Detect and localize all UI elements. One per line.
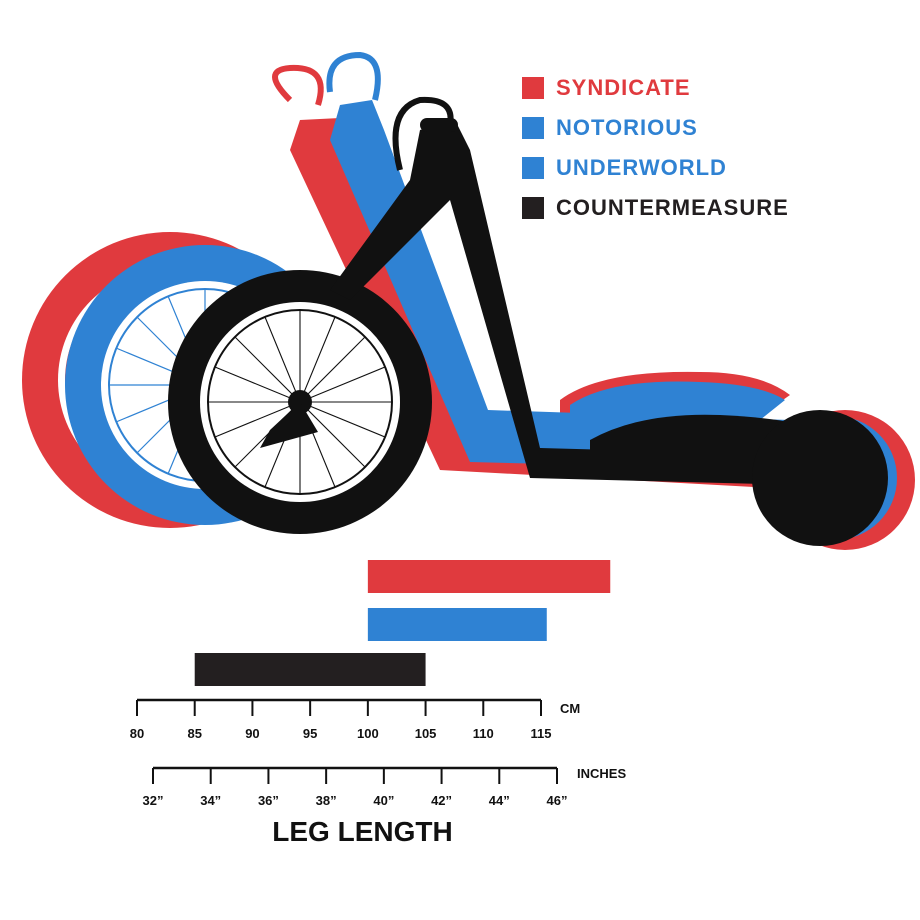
- cm-axis-ticks: 80 85 90 95 100 105 110 115: [130, 700, 552, 741]
- inch-tick-label: 40”: [373, 793, 394, 808]
- cm-axis: 80 85 90 95 100 105 110 115 CM: [130, 698, 580, 741]
- range-bar: [367, 560, 611, 593]
- cm-tick-label: 95: [303, 726, 317, 741]
- black-trike-icon: [168, 96, 888, 546]
- legend-swatch: [522, 157, 544, 179]
- cm-tick-label: 90: [245, 726, 259, 741]
- legend-label: COUNTERMEASURE: [556, 195, 789, 220]
- legend-label: UNDERWORLD: [556, 155, 727, 180]
- legend: SYNDICATE NOTORIOUS UNDERWORLD COUNTERME…: [522, 68, 789, 228]
- legend-item-syndicate: SYNDICATE: [522, 68, 789, 108]
- inch-unit-label: INCHES: [577, 766, 626, 781]
- cm-unit-label: CM: [560, 701, 580, 716]
- legend-item-countermeasure: COUNTERMEASURE: [522, 188, 789, 228]
- inch-tick-label: 44”: [489, 793, 510, 808]
- inch-axis-ticks: 32” 34” 36” 38” 40” 42” 44” 46”: [143, 768, 568, 808]
- inch-tick-label: 38”: [316, 793, 337, 808]
- x-axis-title: LEG LENGTH: [272, 816, 453, 847]
- leg-length-bars: [194, 560, 611, 686]
- legend-swatch: [522, 77, 544, 99]
- cm-tick-label: 80: [130, 726, 144, 741]
- cm-tick-label: 100: [357, 726, 379, 741]
- legend-label: SYNDICATE: [556, 75, 691, 100]
- inch-tick-label: 46”: [547, 793, 568, 808]
- cm-tick-label: 110: [473, 726, 494, 741]
- inch-tick-label: 36”: [258, 793, 279, 808]
- legend-item-notorious: NOTORIOUS: [522, 108, 789, 148]
- cm-tick-label: 115: [531, 726, 552, 741]
- legend-label: NOTORIOUS: [556, 115, 698, 140]
- trike-silhouettes-illustration: [22, 51, 915, 550]
- range-bar: [194, 653, 426, 686]
- legend-swatch: [522, 117, 544, 139]
- inch-axis: 32” 34” 36” 38” 40” 42” 44” 46” INCHES: [143, 766, 627, 808]
- cm-tick-label: 85: [187, 726, 201, 741]
- cm-tick-label: 105: [415, 726, 437, 741]
- legend-item-underworld: UNDERWORLD: [522, 148, 789, 188]
- legend-swatch: [522, 197, 544, 219]
- inch-tick-label: 32”: [143, 793, 164, 808]
- range-bar: [367, 608, 547, 641]
- inch-tick-label: 34”: [200, 793, 221, 808]
- inch-tick-label: 42”: [431, 793, 452, 808]
